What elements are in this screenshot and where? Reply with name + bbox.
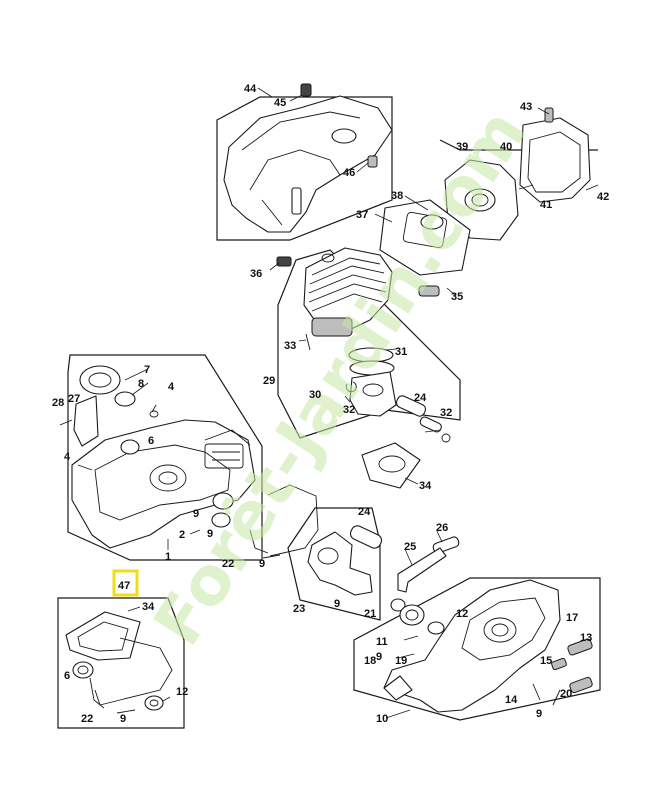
callout-9d: 9 <box>334 598 340 610</box>
callout-40: 40 <box>500 141 512 153</box>
shroud-group <box>216 83 393 241</box>
callout-28: 28 <box>52 397 64 409</box>
callout-47: 47 <box>118 580 130 592</box>
callout-12a: 12 <box>456 608 468 620</box>
callout-7: 7 <box>144 364 150 376</box>
crankshaft <box>307 531 373 596</box>
callout-25: 25 <box>404 541 416 553</box>
callout-30: 30 <box>309 389 321 401</box>
callout-20: 20 <box>560 688 572 700</box>
callout-15: 15 <box>540 655 552 667</box>
kit-gasket-34 <box>65 611 141 661</box>
callout-43: 43 <box>520 101 532 113</box>
callout-37: 37 <box>356 209 368 221</box>
gasket-plate <box>379 199 471 276</box>
spark-plug <box>276 256 292 267</box>
callout-1: 1 <box>165 551 171 563</box>
callout-6b: 6 <box>64 670 70 682</box>
callout-34b: 34 <box>142 601 155 613</box>
kit-highlight-box <box>112 569 139 597</box>
crankcase-right <box>383 579 561 713</box>
callout-32a: 32 <box>343 404 355 416</box>
callout-46: 46 <box>343 167 355 179</box>
filler-plug <box>300 83 312 97</box>
oil-pump <box>79 365 121 395</box>
callout-18: 18 <box>364 655 376 667</box>
callout-33: 33 <box>284 340 296 352</box>
callout-26: 26 <box>436 522 448 534</box>
base-gasket <box>361 442 421 489</box>
callout-12b: 12 <box>176 686 188 698</box>
callout-32b: 32 <box>440 407 452 419</box>
callout-4b: 4 <box>64 451 71 463</box>
callout-45: 45 <box>274 97 286 109</box>
callouts: 44 45 46 43 39 40 41 42 38 37 36 35 33 3… <box>52 83 609 725</box>
callout-14: 14 <box>505 694 518 706</box>
callout-36: 36 <box>250 268 262 280</box>
kit-seal-6 <box>72 661 94 679</box>
callout-4a: 4 <box>168 381 175 393</box>
crankcase-left <box>71 419 256 549</box>
callout-9c: 9 <box>259 558 265 570</box>
callout-22b: 22 <box>81 713 93 725</box>
crankcase-left-group <box>59 354 263 561</box>
callout-24b: 24 <box>358 506 371 518</box>
kit-seal-12 <box>144 695 164 711</box>
callout-13: 13 <box>580 632 592 644</box>
muffler-gasket-group <box>374 195 471 276</box>
crankcase-right-group <box>353 577 601 721</box>
crank-gasket-group <box>211 484 319 559</box>
piston <box>349 371 397 417</box>
callout-6a: 6 <box>148 435 154 447</box>
callout-10: 10 <box>376 713 388 725</box>
callout-35: 35 <box>451 291 463 303</box>
callout-24a: 24 <box>414 392 427 404</box>
callout-9g: 9 <box>120 713 126 725</box>
callout-9f: 9 <box>536 708 542 720</box>
callout-23: 23 <box>293 603 305 615</box>
callout-44: 44 <box>244 83 257 95</box>
callout-8: 8 <box>138 378 144 390</box>
callout-29: 29 <box>263 375 275 387</box>
lever <box>397 547 447 593</box>
callout-22a: 22 <box>222 558 234 570</box>
kit-47-group <box>57 569 185 729</box>
callout-21: 21 <box>364 608 376 620</box>
cylinder-group <box>269 247 461 489</box>
callout-9a: 9 <box>193 508 199 520</box>
callout-31: 31 <box>395 346 407 358</box>
callout-9b: 9 <box>207 528 213 540</box>
callout-38: 38 <box>391 190 403 202</box>
callout-42: 42 <box>597 191 609 203</box>
callout-41: 41 <box>540 199 552 211</box>
callout-39: 39 <box>456 141 468 153</box>
callout-34a: 34 <box>419 480 432 492</box>
crankshaft-group <box>287 507 460 621</box>
bracket <box>73 395 99 447</box>
muffler-group <box>439 107 599 241</box>
callout-9e: 9 <box>376 651 382 663</box>
callout-27: 27 <box>68 393 80 405</box>
callout-11: 11 <box>376 636 388 648</box>
muffler-housing <box>519 117 591 203</box>
callout-19: 19 <box>395 655 407 667</box>
callout-2: 2 <box>179 529 185 541</box>
callout-17: 17 <box>566 612 578 624</box>
